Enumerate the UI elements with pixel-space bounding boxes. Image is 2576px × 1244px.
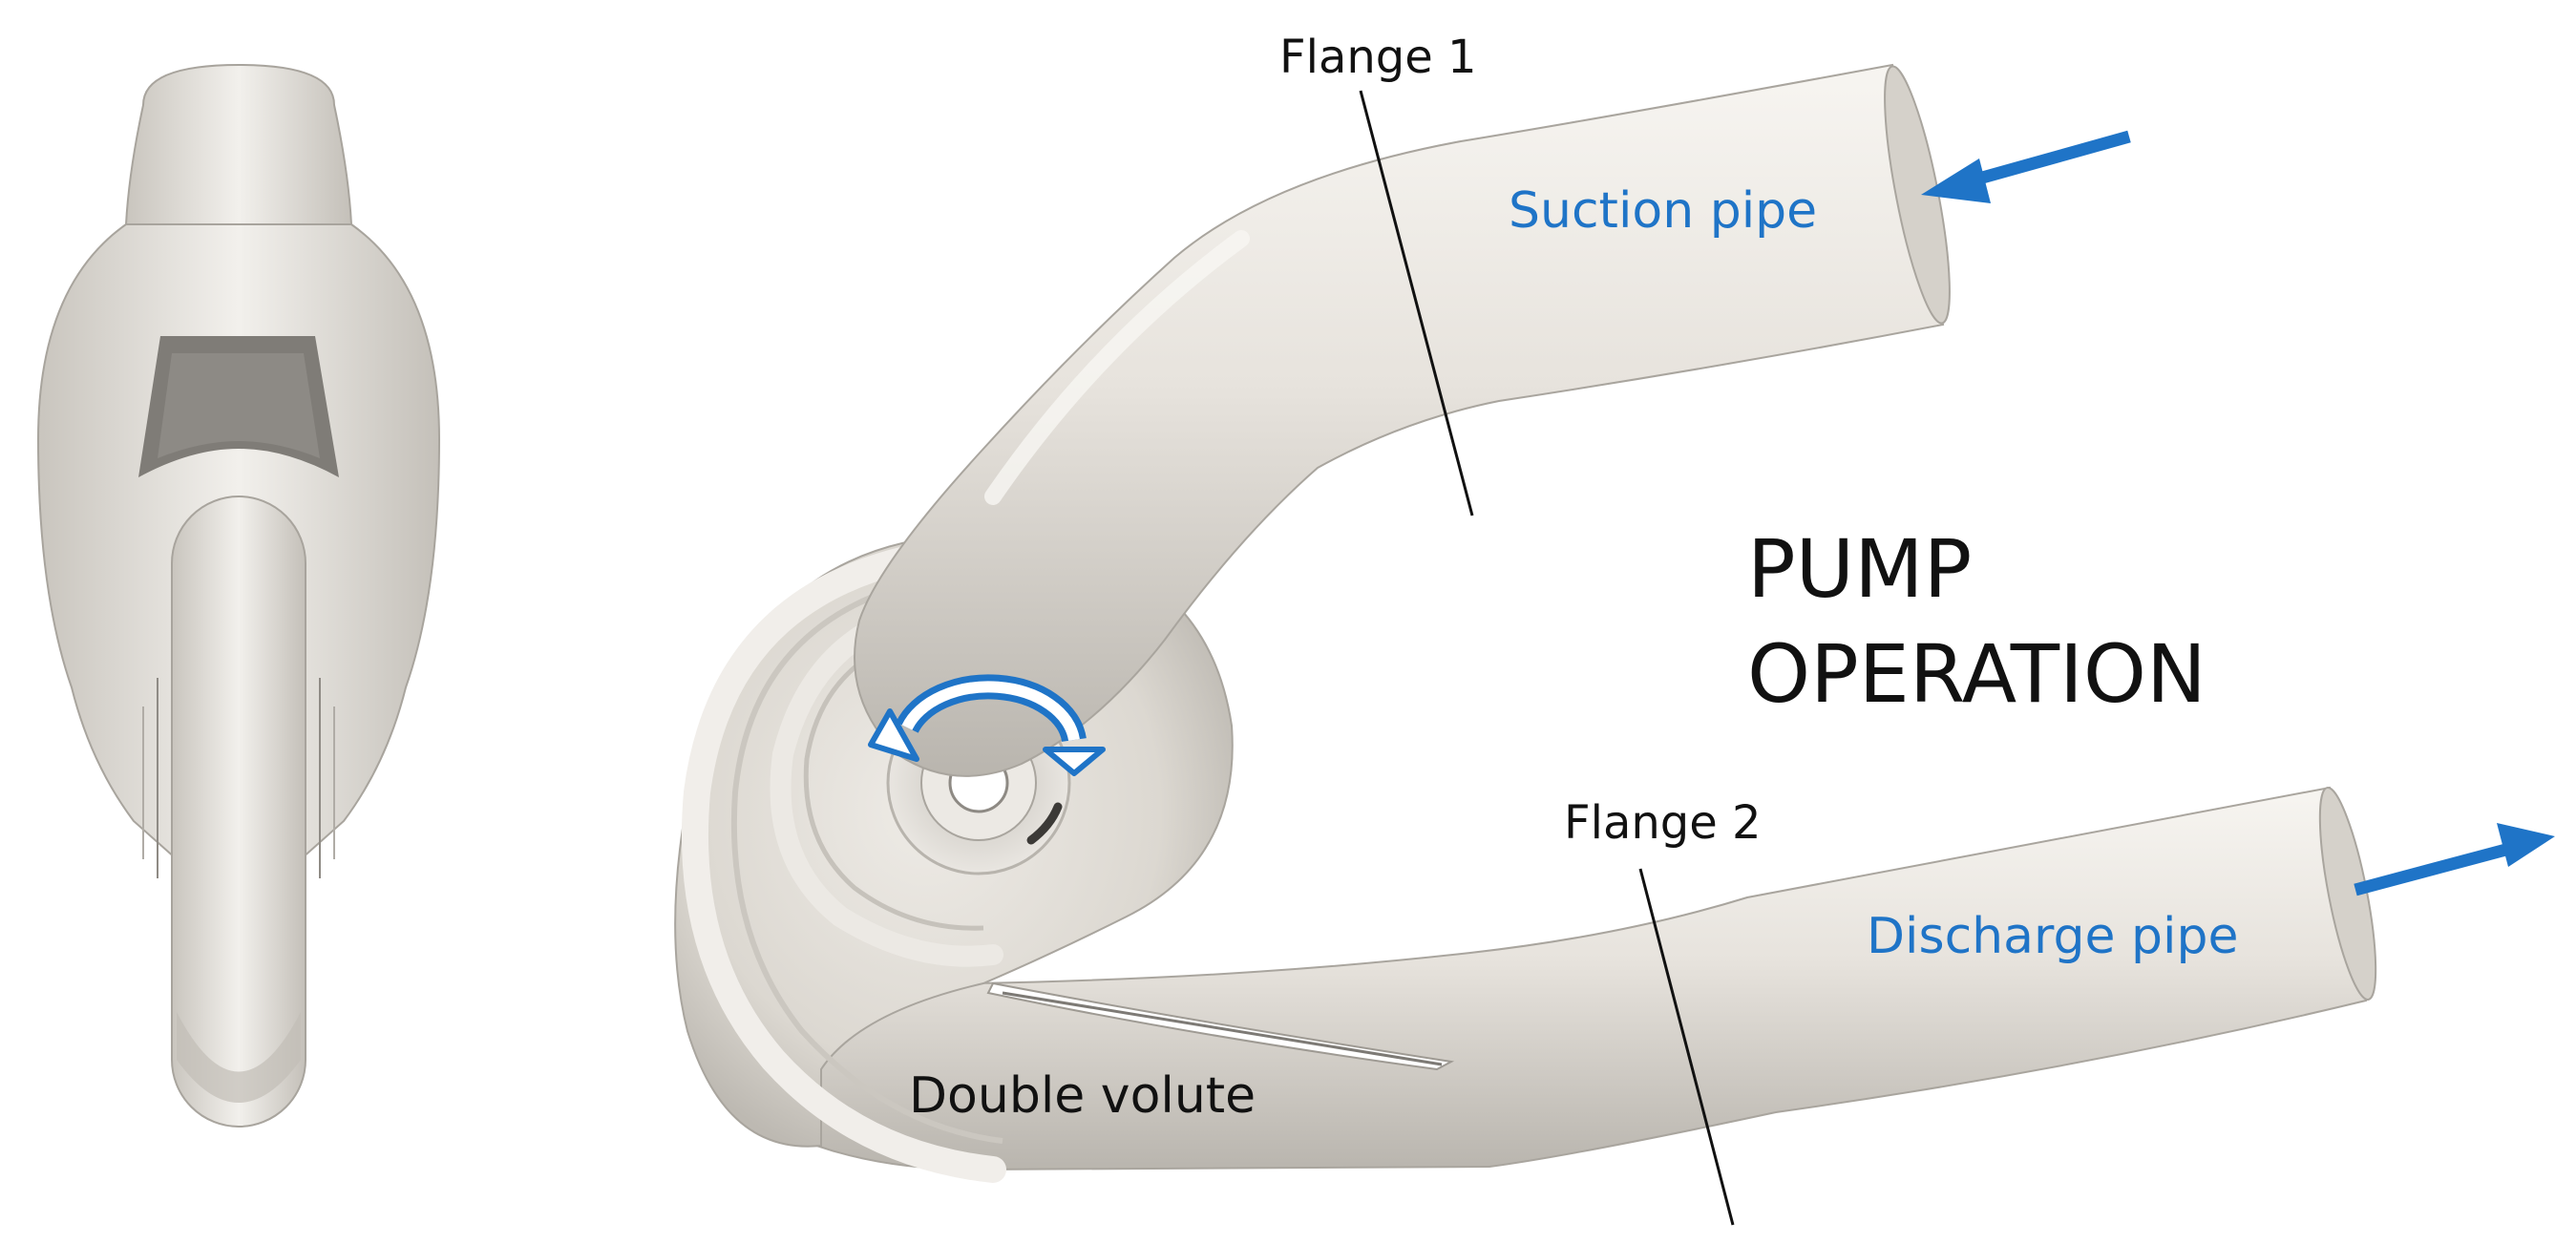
flange-2-label: Flange 2 bbox=[1564, 796, 1762, 850]
volute-inner-spiral bbox=[770, 601, 1003, 967]
arrow-right-icon bbox=[2354, 823, 2555, 896]
flange-2-line bbox=[1638, 868, 1735, 1226]
rotation-arrow-icon bbox=[868, 674, 1106, 776]
flange-1-line bbox=[1359, 90, 1474, 517]
front-view-disk bbox=[171, 495, 306, 1128]
arrow-left-icon bbox=[1921, 130, 2131, 203]
operation-label-line1: PUMP bbox=[1747, 522, 1972, 616]
front-view-pump bbox=[36, 63, 441, 1128]
suction-pipe-label: Suction pipe bbox=[1509, 182, 1817, 240]
operation-label-line2: OPERATION bbox=[1747, 627, 2206, 721]
double-volute-label: Double volute bbox=[909, 1067, 1256, 1125]
front-view-neck bbox=[124, 63, 353, 225]
discharge-pipe-label: Discharge pipe bbox=[1867, 908, 2238, 965]
main-pump-view bbox=[674, 63, 2377, 1183]
flange-1-label: Flange 1 bbox=[1279, 31, 1477, 84]
volute-outer-spiral bbox=[682, 536, 1006, 1183]
